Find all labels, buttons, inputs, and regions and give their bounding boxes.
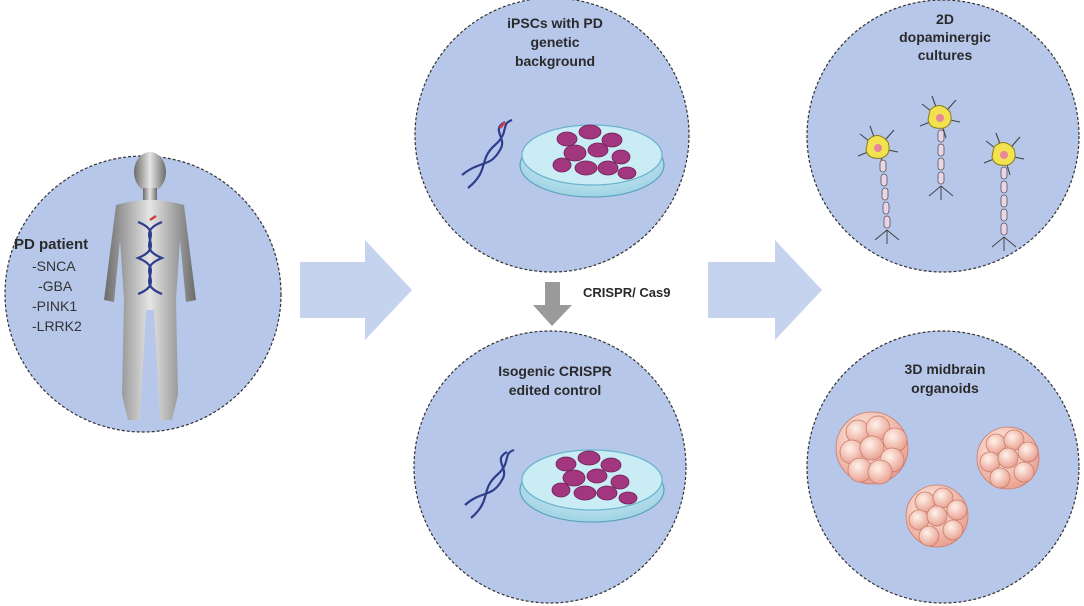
ipsc-title: iPSCs with PD genetic background [470, 14, 640, 71]
isogenic-title: Isogenic CRISPR edited control [470, 362, 640, 400]
dna-icon [461, 118, 513, 189]
organoid-icon [835, 411, 909, 485]
crispr-label: CRISPR/ Cas9 [583, 285, 671, 300]
ipsc-title-line: genetic [530, 34, 580, 50]
gene-lrrk2: -LRRK2 [32, 318, 82, 334]
flow-arrow-1 [300, 240, 412, 340]
petri-dish-icon [519, 124, 665, 198]
ipsc-title-line: iPSCs with PD [507, 15, 603, 31]
gene-gba: -GBA [38, 278, 73, 294]
isogenic-title-line: edited control [508, 382, 602, 398]
gene-snca: -SNCA [32, 258, 76, 274]
flow-arrow-2 [708, 240, 822, 340]
cultures-title-line: dopaminergic [899, 29, 991, 45]
organoids-title-line: organoids [911, 380, 979, 396]
cultures-title: 2D dopaminergic cultures [870, 10, 1020, 64]
organoids-title: 3D midbrain organoids [870, 360, 1020, 398]
dna-icon-control [464, 448, 515, 519]
gene-pink1: -PINK1 [32, 298, 78, 314]
isogenic-title-line: Isogenic CRISPR [498, 363, 612, 379]
crispr-arrow [533, 282, 572, 326]
neuron-icon [919, 95, 961, 200]
organoids-title-line: 3D midbrain [904, 361, 986, 377]
neuron-icon [857, 125, 900, 244]
petri-dish-icon-control [519, 449, 665, 523]
cultures-title-line: 2D [936, 11, 954, 27]
neuron-icon [983, 132, 1025, 251]
ipsc-title-line: background [514, 53, 596, 69]
organoid-icon [976, 426, 1040, 490]
human-silhouette-icon [104, 152, 196, 420]
patient-title: PD patient [14, 236, 89, 253]
organoid-icon [905, 484, 969, 548]
organoids-circle [806, 330, 1080, 604]
cultures-title-line: cultures [917, 47, 973, 63]
